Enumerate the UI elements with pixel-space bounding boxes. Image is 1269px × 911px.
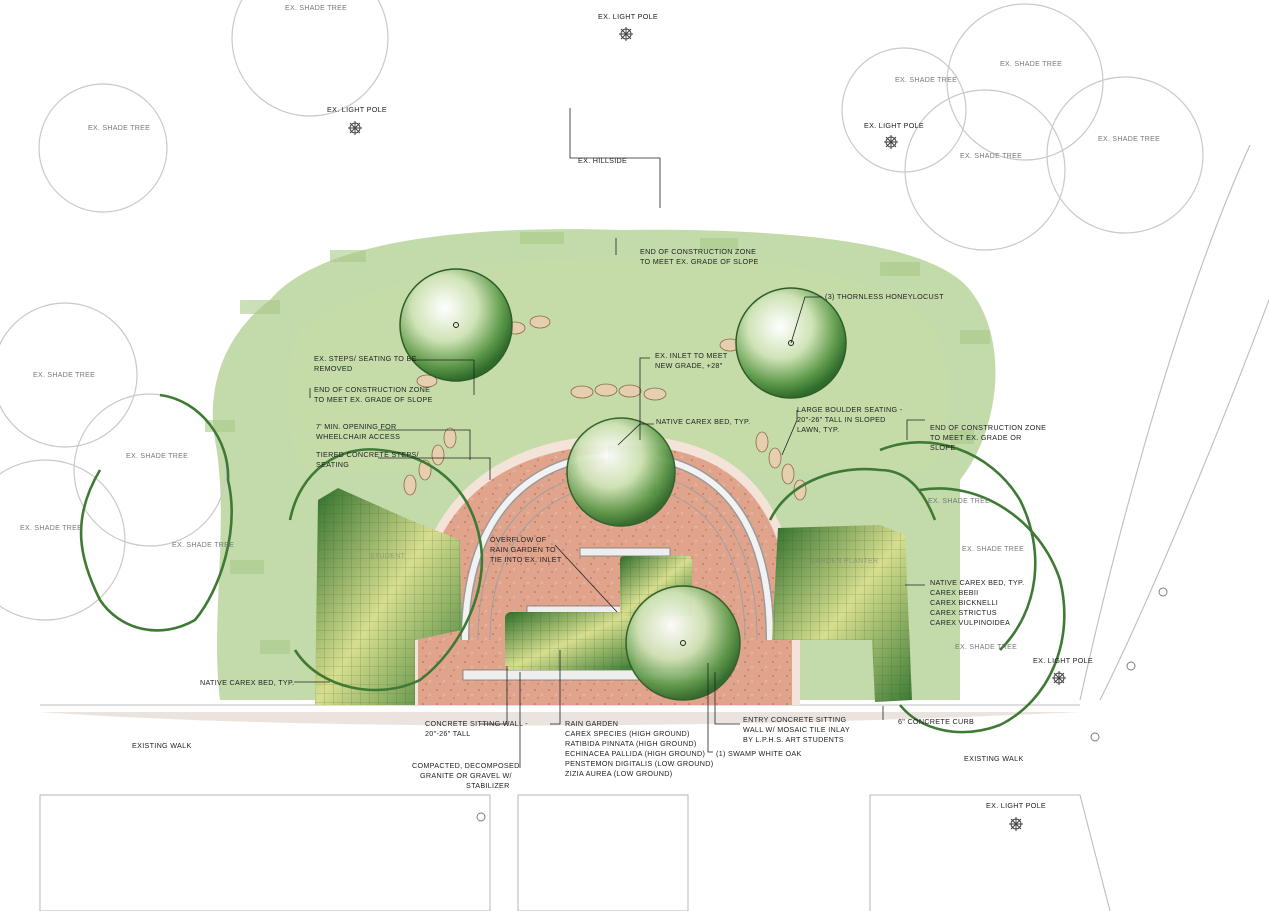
label-native-carex-right-1: NATIVE CAREX BED, TYP. <box>930 578 1024 587</box>
label-ex-shade-tree: EX. SHADE TREE <box>928 498 990 505</box>
label-honeylocust: (3) THORNLESS HONEYLOCUST <box>825 292 944 301</box>
label-native-carex-right-5: CAREX VULPINOIDEA <box>930 618 1010 627</box>
label-rain-garden-3: RATIBIDA PINNATA (HIGH GROUND) <box>565 739 697 748</box>
label-ex-light-pole-road: EX. LIGHT POLE <box>1033 656 1093 665</box>
label-end-zone-left-2: TO MEET EX. GRADE OF SLOPE <box>314 395 433 404</box>
label-compacted-2: GRANITE OR GRAVEL W/ <box>420 771 512 780</box>
label-subtle-right: GARDEN PLANTER <box>810 558 878 565</box>
drain-icon <box>476 587 1168 822</box>
label-end-zone-top-1: END OF CONSTRUCTION ZONE <box>640 247 756 256</box>
label-tiered-1: TIERED CONCRETE STEPS/ <box>316 450 419 459</box>
label-ex-light-pole-left: EX. LIGHT POLE <box>327 105 387 114</box>
label-boulder-2: 20"-26" TALL IN SLOPED <box>797 415 886 424</box>
label-ex-shade-tree: EX. SHADE TREE <box>955 644 1017 651</box>
planting-beds <box>315 446 912 705</box>
label-compacted-3: STABILIZER <box>466 781 510 790</box>
label-entry-wall-3: BY L.P.H.S. ART STUDENTS <box>743 735 844 744</box>
label-ex-shade-tree: EX. SHADE TREE <box>1098 136 1160 143</box>
label-entry-wall-2: WALL W/ MOSAIC TILE INLAY <box>743 725 850 734</box>
label-end-zone-left-1: END OF CONSTRUCTION ZONE <box>314 385 430 394</box>
label-overflow-1: OVERFLOW OF <box>490 535 547 544</box>
plan-labels: EX. LIGHT POLE EX. LIGHT POLE EX. LIGHT … <box>20 5 1160 810</box>
label-native-carex-right-2: CAREX BEBII <box>930 588 978 597</box>
label-ex-shade-tree: EX. SHADE TREE <box>285 5 347 12</box>
label-end-zone-right-2: TO MEET EX. GRADE OR <box>930 433 1022 442</box>
label-ex-hillside: EX. HILLSIDE <box>578 156 627 165</box>
label-boulder-3: LAWN, TYP. <box>797 425 839 434</box>
label-overflow-2: RAIN GARDEN TO <box>490 545 556 554</box>
label-existing-walk-right: EXISTING WALK <box>964 754 1024 763</box>
label-ex-light-pole-right: EX. LIGHT POLE <box>864 121 924 130</box>
label-ex-shade-tree: EX. SHADE TREE <box>962 546 1024 553</box>
label-ex-inlet-2: NEW GRADE, +28" <box>655 361 723 370</box>
label-ex-shade-tree: EX. SHADE TREE <box>1000 61 1062 68</box>
existing-shade-trees <box>0 0 1204 621</box>
label-overflow-3: TIE INTO EX. INLET <box>490 555 562 564</box>
label-ex-shade-tree: EX. SHADE TREE <box>895 77 957 84</box>
label-ex-inlet-1: EX. INLET TO MEET <box>655 351 728 360</box>
label-end-zone-top-2: TO MEET EX. GRADE OF SLOPE <box>640 257 759 266</box>
label-existing-walk-left: EXISTING WALK <box>132 741 192 750</box>
label-rain-garden-4: ECHINACEA PALLIDA (HIGH GROUND) <box>565 749 705 758</box>
label-swamp-oak: (1) SWAMP WHITE OAK <box>716 749 802 758</box>
label-native-carex-left: NATIVE CAREX BED, TYP. <box>200 678 294 687</box>
label-tiered-2: SEATING <box>316 460 349 469</box>
label-ex-light-pole-top: EX. LIGHT POLE <box>598 12 658 21</box>
label-sitting-wall-1: CONCRETE SITTING WALL - <box>425 719 528 728</box>
label-native-carex-top: NATIVE CAREX BED, TYP. <box>656 417 750 426</box>
label-ex-shade-tree: EX. SHADE TREE <box>20 525 82 532</box>
label-concrete-curb: 6" CONCRETE CURB <box>898 717 974 726</box>
label-sitting-wall-2: 20"-26" TALL <box>425 729 471 738</box>
light-pole-icon <box>348 27 1066 831</box>
label-subtle-left: STUDENT <box>370 553 406 560</box>
label-ex-shade-tree: EX. SHADE TREE <box>172 542 234 549</box>
label-ex-shade-tree: EX. SHADE TREE <box>33 372 95 379</box>
label-ex-shade-tree: EX. SHADE TREE <box>960 153 1022 160</box>
label-opening-1: 7' MIN. OPENING FOR <box>316 422 397 431</box>
label-ex-steps-1: EX. STEPS/ SEATING TO BE <box>314 354 417 363</box>
label-native-carex-right-4: CAREX STRICTUS <box>930 608 997 617</box>
proposed-trees <box>399 268 847 701</box>
label-native-carex-right-3: CAREX BICKNELLI <box>930 598 998 607</box>
label-end-zone-right-1: END OF CONSTRUCTION ZONE <box>930 423 1046 432</box>
label-entry-wall-1: ENTRY CONCRETE SITTING <box>743 715 846 724</box>
label-opening-2: WHEELCHAIR ACCESS <box>316 432 400 441</box>
label-ex-light-pole-bottom: EX. LIGHT POLE <box>986 801 1046 810</box>
label-rain-garden-6: ZIZIA AUREA (LOW GROUND) <box>565 769 672 778</box>
label-rain-garden-1: RAIN GARDEN <box>565 719 618 728</box>
label-rain-garden-2: CAREX SPECIES (HIGH GROUND) <box>565 729 690 738</box>
leader-lines <box>294 108 925 768</box>
label-compacted-1: COMPACTED, DECOMPOSED <box>412 761 520 770</box>
label-boulder-1: LARGE BOULDER SEATING - <box>797 405 903 414</box>
label-end-zone-right-3: SLOPE <box>930 443 955 452</box>
label-ex-shade-tree: EX. SHADE TREE <box>126 453 188 460</box>
canopy-outlines <box>79 393 1066 734</box>
label-ex-steps-2: REMOVED <box>314 364 352 373</box>
label-ex-shade-tree: EX. SHADE TREE <box>88 125 150 132</box>
label-rain-garden-5: PENSTEMON DIGITALIS (LOW GROUND) <box>565 759 713 768</box>
